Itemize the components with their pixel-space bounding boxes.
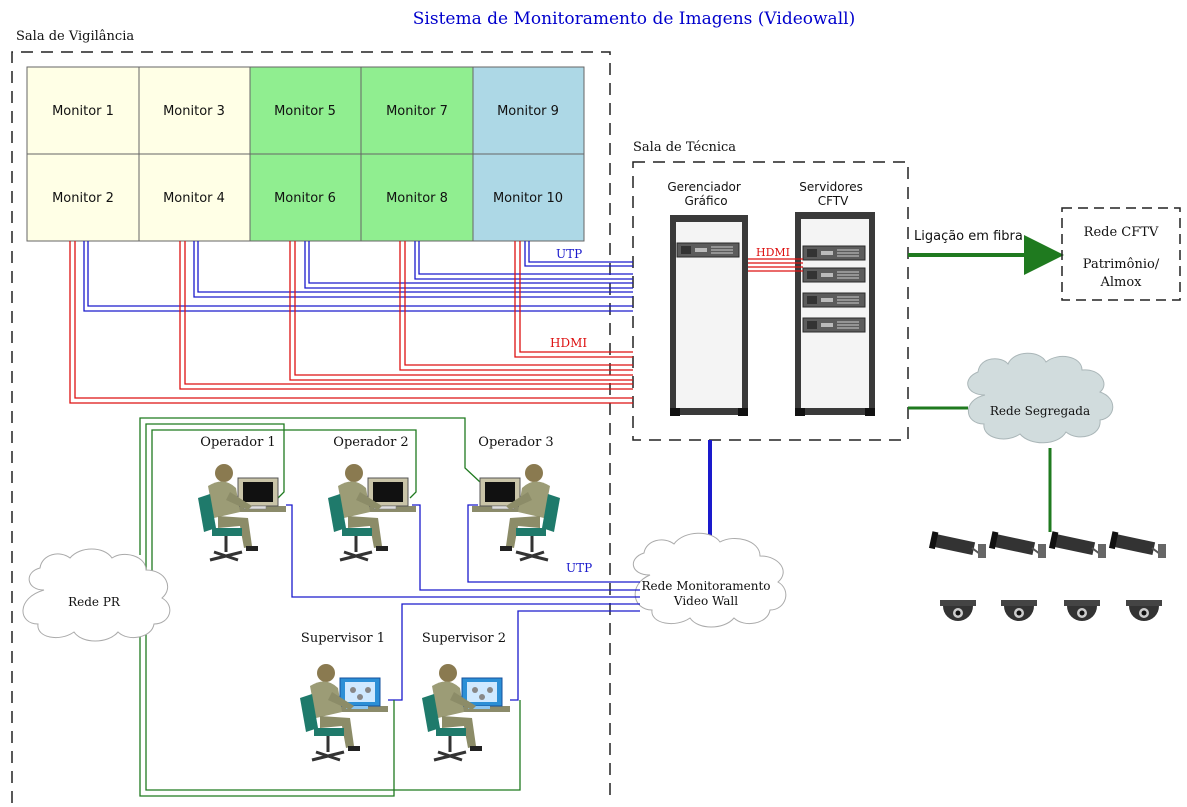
green-cables-rede-pr (139, 417, 521, 797)
rack-label-gerenciador-l2: Gráfico (684, 194, 727, 208)
rede-cftv-box[interactable] (1061, 207, 1181, 301)
monitor-4[interactable] (138, 153, 251, 242)
rede-cftv-patrimonio: Patrimônio/ (1083, 257, 1160, 272)
monitor-2[interactable] (26, 153, 140, 242)
monitor-7[interactable] (360, 66, 474, 155)
room-label-tecnica: Sala de Técnica (633, 140, 736, 155)
monitor-5-label: Monitor 5 (274, 104, 336, 119)
dome-camera-icon (1064, 600, 1100, 621)
supervisor-2-label: Supervisor 2 (422, 631, 506, 646)
rack-label-servidores: Servidores CFTV (799, 180, 866, 208)
hdmi-cables-monitors (69, 241, 633, 404)
monitor-10[interactable] (472, 153, 585, 242)
bullet-camera-icon (1107, 530, 1167, 559)
rede-cftv-almox: Almox (1099, 275, 1142, 290)
supervisor-1-label: Supervisor 1 (301, 631, 385, 646)
rack-label-servidores-l2: CFTV (818, 194, 849, 208)
utp-cables-monitors (83, 241, 633, 312)
diagram-title: Sistema de Monitoramento de Imagens (Vid… (413, 9, 855, 29)
rack-label-servidores-l1: Servidores (799, 180, 863, 194)
cloud-rede-segregada[interactable] (967, 352, 1114, 444)
room-boundary-vigilancia (11, 51, 611, 803)
operator-3-workstation-icon[interactable] (470, 462, 562, 562)
monitor-7-label: Monitor 7 (386, 104, 448, 119)
bullet-camera-icon (1047, 530, 1107, 559)
cable-label-hdmi-racks: HDMI (756, 246, 790, 259)
dome-camera-icon (1126, 600, 1162, 621)
monitor-6-label: Monitor 6 (274, 191, 336, 206)
fiber-label: Ligação em fibra (914, 229, 1023, 244)
cloud-rede-segregada-label: Rede Segregada (990, 404, 1090, 418)
monitor-3-label: Monitor 3 (163, 104, 225, 119)
operator-1-workstation-icon[interactable] (196, 462, 288, 562)
monitor-6[interactable] (249, 153, 362, 242)
operator-2-label: Operador 2 (333, 435, 408, 450)
monitor-8-label: Monitor 8 (386, 191, 448, 206)
monitor-1[interactable] (26, 66, 140, 155)
monitor-8[interactable] (360, 153, 474, 242)
operator-2-workstation-icon[interactable] (326, 462, 418, 562)
rack-gerenciador[interactable] (670, 215, 748, 416)
monitor-10-label: Monitor 10 (493, 191, 563, 206)
supervisor-1-workstation-icon[interactable] (298, 662, 390, 762)
cloud-rede-pr-label: Rede PR (68, 595, 121, 609)
bullet-camera-icon (987, 530, 1047, 559)
monitor-1-label: Monitor 1 (52, 104, 114, 119)
room-label-vigilancia: Sala de Vigilância (16, 29, 134, 44)
cable-label-utp-top: UTP (556, 247, 582, 261)
dome-camera-icon (940, 600, 976, 621)
rack-label-gerenciador-l1: Gerenciador (667, 180, 741, 194)
monitor-9-label: Monitor 9 (497, 104, 559, 119)
cable-label-hdmi-top: HDMI (550, 336, 587, 350)
hdmi-cables-racks (748, 258, 803, 272)
cable-label-utp-workstations: UTP (566, 561, 592, 575)
cameras-dome (940, 600, 1162, 621)
monitor-4-label: Monitor 4 (163, 191, 225, 206)
monitor-wall: Monitor 1 Monitor 2 Monitor 3 Monitor 4 … (26, 66, 585, 242)
bullet-camera-icon (927, 530, 987, 559)
cloud-rede-pr[interactable] (22, 548, 171, 642)
dome-camera-icon (1001, 600, 1037, 621)
cloud-rede-monitoramento[interactable] (633, 532, 787, 628)
monitor-2-label: Monitor 2 (52, 191, 114, 206)
rack-label-gerenciador: Gerenciador Gráfico (667, 180, 744, 208)
operator-1-label: Operador 1 (200, 435, 275, 450)
cloud-rede-monitoramento-label-1: Rede Monitoramento (641, 579, 770, 593)
operator-3-label: Operador 3 (478, 435, 553, 450)
utp-cables-workstations (286, 504, 640, 701)
supervisor-2-workstation-icon[interactable] (420, 662, 512, 762)
room-boundary-tecnica (632, 161, 909, 441)
cloud-rede-monitoramento-label-2: Video Wall (673, 594, 738, 608)
monitor-9[interactable] (472, 66, 585, 155)
rack-servidores[interactable] (795, 212, 875, 416)
cameras-bullet (927, 530, 1167, 559)
rede-cftv-label: Rede CFTV (1084, 225, 1159, 240)
